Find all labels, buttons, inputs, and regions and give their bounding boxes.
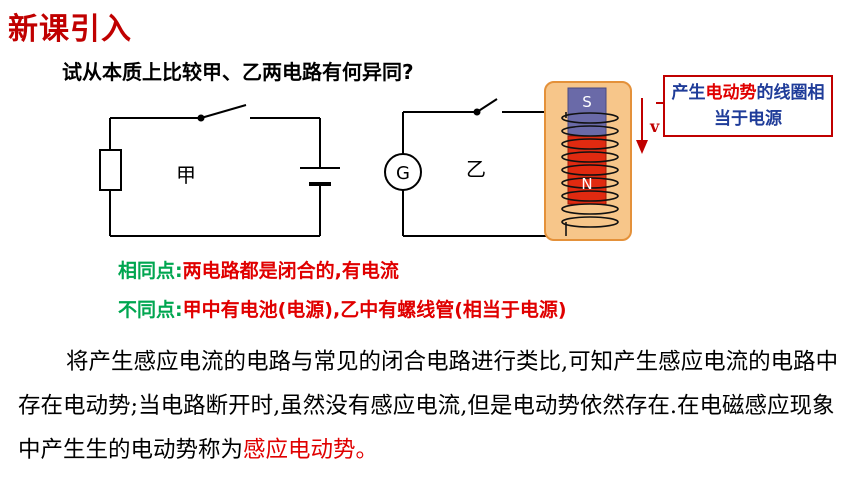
question-text: 试从本质上比较甲、乙两电路有何异同? — [62, 60, 414, 84]
switch-icon — [473, 98, 498, 116]
difference-line: 不同点:甲中有电池(电源),乙中有螺线管(相当于电源) — [118, 295, 567, 322]
similarity-line: 相同点:两电路都是闭合的,有电流 — [118, 256, 399, 283]
similarity-text: 两电路都是闭合的,有电流 — [182, 260, 399, 282]
resistor-icon — [99, 149, 122, 191]
explanation-paragraph: 将产生感应电流的电路与常见的闭合电路进行类比,可知产生感应电流的电路中存在电动势… — [18, 340, 848, 472]
solenoid-icon — [561, 112, 619, 236]
similarity-label: 相同点: — [118, 260, 183, 282]
circuit-yi — [384, 98, 566, 237]
bar-magnet-icon — [567, 87, 607, 205]
circuit-jia — [99, 104, 340, 237]
difference-label: 不同点: — [118, 299, 183, 321]
galvanometer-label: G — [396, 163, 410, 184]
velocity-label: v — [649, 117, 660, 136]
callout-text-highlight: 电动势 — [705, 83, 757, 103]
paragraph-text: 将产生感应电流的电路与常见的闭合电路进行类比,可知产生感应电流的电路中存在电动势… — [18, 349, 839, 463]
paragraph-highlight: 感应电动势 — [243, 437, 356, 463]
velocity-arrow-icon — [636, 98, 648, 154]
battery-icon — [300, 167, 340, 186]
callout-text-before: 产生 — [671, 83, 706, 103]
circuit-jia-label: 甲 — [176, 163, 196, 187]
paragraph-end: 。 — [355, 437, 379, 463]
magnet-s-pole-label: S — [582, 93, 592, 111]
switch-icon — [197, 104, 247, 122]
page-title: 新课引入 — [8, 12, 132, 47]
coil-callout: 产生电动势的线圈相当于电源 — [663, 75, 833, 137]
difference-text: 甲中有电池(电源),乙中有螺线管(相当于电源) — [182, 299, 567, 321]
circuit-yi-label: 乙 — [466, 157, 486, 181]
magnet-n-pole-label: N — [581, 175, 592, 193]
callout-text-after: 的线圈相当于电源 — [714, 83, 825, 129]
